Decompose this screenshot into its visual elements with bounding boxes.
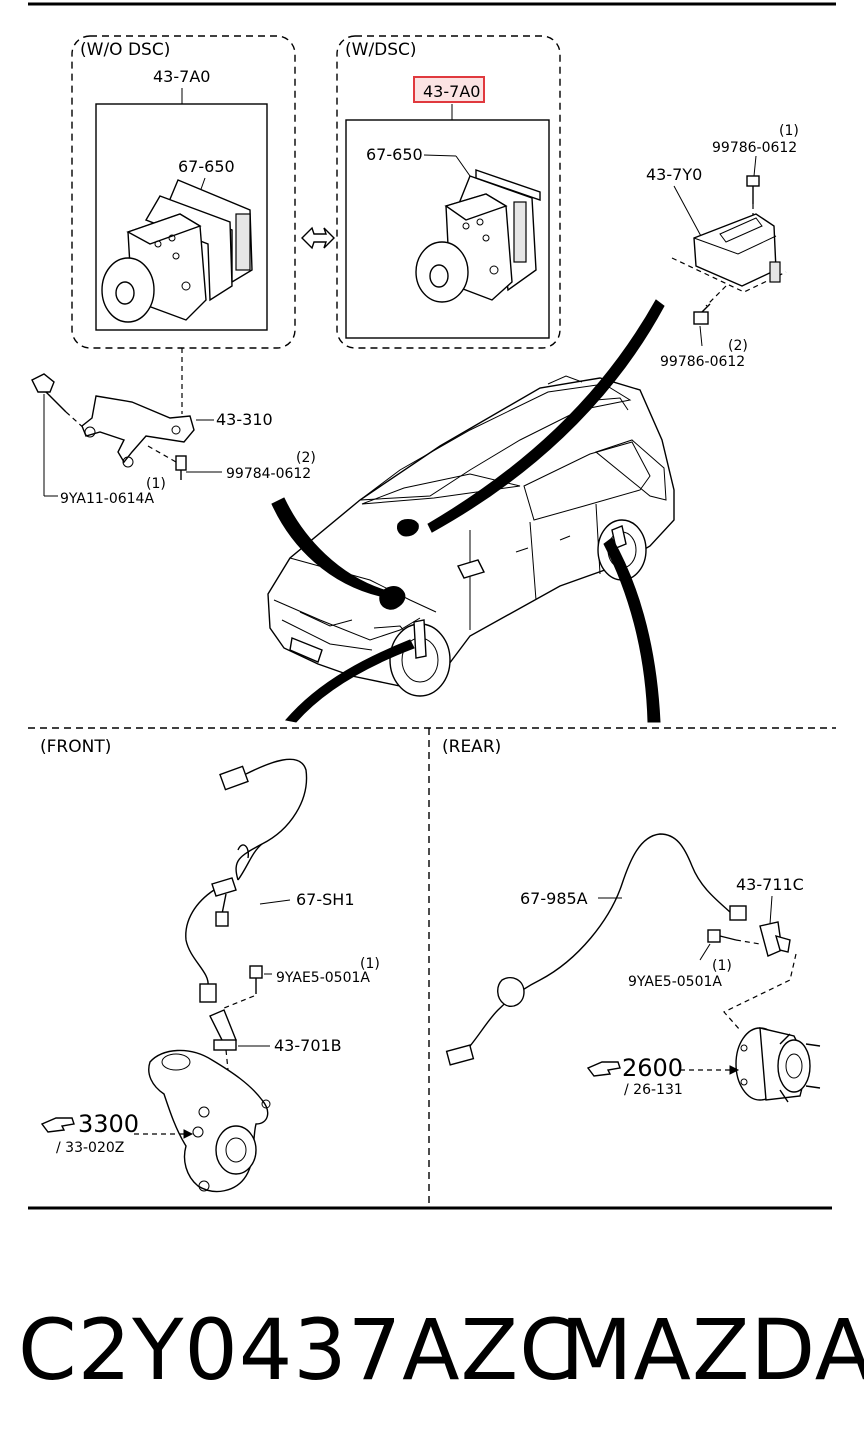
front-sensor-label: 43-701B [274,1036,342,1055]
sensor-unit-label: 43-7Y0 [646,165,702,184]
hcu-w-unit [415,169,541,303]
hcu-wo-unit [101,179,253,323]
front-ref-pointer-icon [40,1117,75,1133]
brand-name: MAZDA [560,1301,864,1399]
module-w-label: 67-650 [366,145,423,164]
footer: C2Y0437AZC MAZDA [0,1290,864,1410]
front-ref-sub: / 33-020Z [56,1140,124,1156]
bolt-top-qty: (1) [779,123,799,139]
front-bolt-icon [249,965,263,994]
bolt-bracket-label: 99784-0612 [226,466,311,482]
hcu-wo-frame [95,103,268,331]
wo-dsc-group: (W/O DSC) 43-7A0 67-650 [71,35,296,349]
rear-section: (REAR) 67-985A 43-711C (1) 9YAE5-0501A [442,737,821,1103]
hcu-w-label: 43-7A0 [423,82,480,101]
wo-dsc-dashed-frame [71,35,296,349]
bolt-top-label: 99786-0612 [712,140,797,156]
front-knuckle [148,1049,269,1193]
leader-front-sensor [285,639,415,723]
hcu-w-highlight [413,76,485,103]
sensor-unit-group: (1) 99786-0612 43-7Y0 (2) 99786-0612 [646,123,799,370]
hcu-w-frame [345,119,550,339]
bolt-bracket-qty: (2) [296,450,316,466]
wo-dsc-title: (W/O DSC) [80,40,170,60]
vehicle-illustration [267,375,675,697]
front-ref-number: 3300 [78,1110,139,1138]
bracket-group: 43-310 (2) 99784-0612 (1) 9YA11-0614A [31,348,316,507]
leader-sensor-unit [427,299,665,533]
bolt-left-qty: (1) [146,476,166,492]
bolt-bracket-icon [147,445,187,480]
rear-ref-sub: / 26-131 [624,1082,683,1098]
rear-ref-number: 2600 [622,1054,683,1082]
rear-title: (REAR) [442,737,501,757]
w-dsc-group: (W/DSC) 43-7A0 67-650 [336,35,561,349]
bolt-bottom-icon [693,285,727,325]
module-wo-label: 67-650 [178,157,235,176]
rear-bolt-label: 9YAE5-0501A [628,974,722,990]
w-dsc-title: (W/DSC) [345,40,417,60]
bolt-bottom-qty: (2) [728,338,748,354]
w-dsc-dashed-frame [336,35,561,349]
sensor-unit-body [693,213,777,287]
leader-hcu [271,497,385,597]
bracket-label: 43-310 [216,410,273,429]
leader-rear-sensor [603,537,661,723]
hcu-wo-label: 43-7A0 [153,67,210,86]
bolt-left-label: 9YA11-0614A [60,491,154,507]
rear-bolt-icon [707,929,761,945]
front-title: (FRONT) [40,737,111,757]
front-harness-label: 67-SH1 [296,890,355,909]
bolt-left-icon [31,373,87,431]
bolt-bottom-label: 99786-0612 [660,354,745,370]
rear-hub [735,1027,821,1103]
interchange-arrow-icon [301,226,335,250]
front-section: (FRONT) 67-SH1 (1) 9YAE5-0501A 43-701B [40,737,380,1193]
part-code: C2Y0437AZC [18,1301,579,1399]
front-bolt-label: 9YAE5-0501A [276,970,370,986]
rear-harness-label: 67-985A [520,889,588,908]
bracket-body [81,395,195,464]
rear-ref-pointer-icon [586,1061,621,1077]
front-bolt-qty: (1) [360,956,380,972]
rear-sensor-label: 43-711C [736,875,804,894]
rear-bolt-qty: (1) [712,958,732,974]
